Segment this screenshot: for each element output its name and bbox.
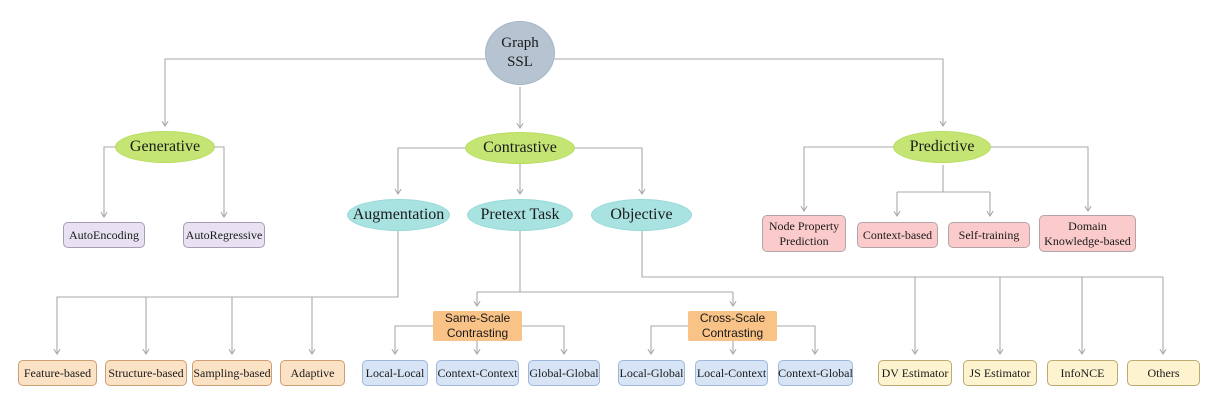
node-same-scale-contrasting: Same-Scale Contrasting: [433, 311, 522, 341]
connectors-same-scale: [391, 325, 568, 355]
node-self-training: Self-training: [948, 222, 1030, 248]
node-autoregressive: AutoRegressive: [183, 222, 265, 248]
node-pretext-task: Pretext Task: [467, 199, 573, 231]
node-context-global: Context-Global: [778, 360, 853, 386]
node-feature-based: Feature-based: [18, 360, 97, 386]
node-adaptive: Adaptive: [280, 360, 345, 386]
node-dv-estimator: DV Estimator: [878, 360, 952, 386]
connectors-generative: [100, 146, 228, 218]
node-predictive: Predictive: [893, 131, 991, 163]
node-js-estimator: JS Estimator: [963, 360, 1037, 386]
connectors-pretext-task: [473, 231, 737, 307]
node-objective: Objective: [591, 199, 692, 231]
node-infonce: InfoNCE: [1047, 360, 1118, 386]
node-cross-scale-contrasting: Cross-Scale Contrasting: [688, 311, 777, 341]
node-generative: Generative: [115, 131, 215, 163]
node-domain-knowledge-based: Domain Knowledge-based: [1039, 215, 1136, 252]
node-node-property-prediction: Node Property Prediction: [762, 215, 846, 252]
node-structure-based: Structure-based: [105, 360, 187, 386]
node-contrastive: Contrastive: [465, 132, 575, 164]
node-context-based: Context-based: [857, 222, 938, 248]
node-global-global: Global-Global: [528, 360, 600, 386]
node-local-local: Local-Local: [362, 360, 428, 386]
node-local-context: Local-Context: [695, 360, 768, 386]
connectors-cross-scale: [647, 325, 819, 355]
node-graph-ssl: Graph SSL: [485, 21, 555, 85]
node-autoencoding: AutoEncoding: [63, 222, 145, 248]
connectors-predictive: [800, 146, 1092, 217]
node-context-context: Context-Context: [436, 360, 519, 386]
node-sampling-based: Sampling-based: [192, 360, 272, 386]
connectors-augmentation: [53, 231, 399, 355]
node-augmentation: Augmentation: [347, 199, 450, 231]
node-others: Others: [1127, 360, 1200, 386]
connectors-objective: [641, 231, 1167, 355]
connectors-root: [161, 58, 947, 129]
node-local-global: Local-Global: [618, 360, 685, 386]
connectors-contrastive: [394, 147, 646, 195]
